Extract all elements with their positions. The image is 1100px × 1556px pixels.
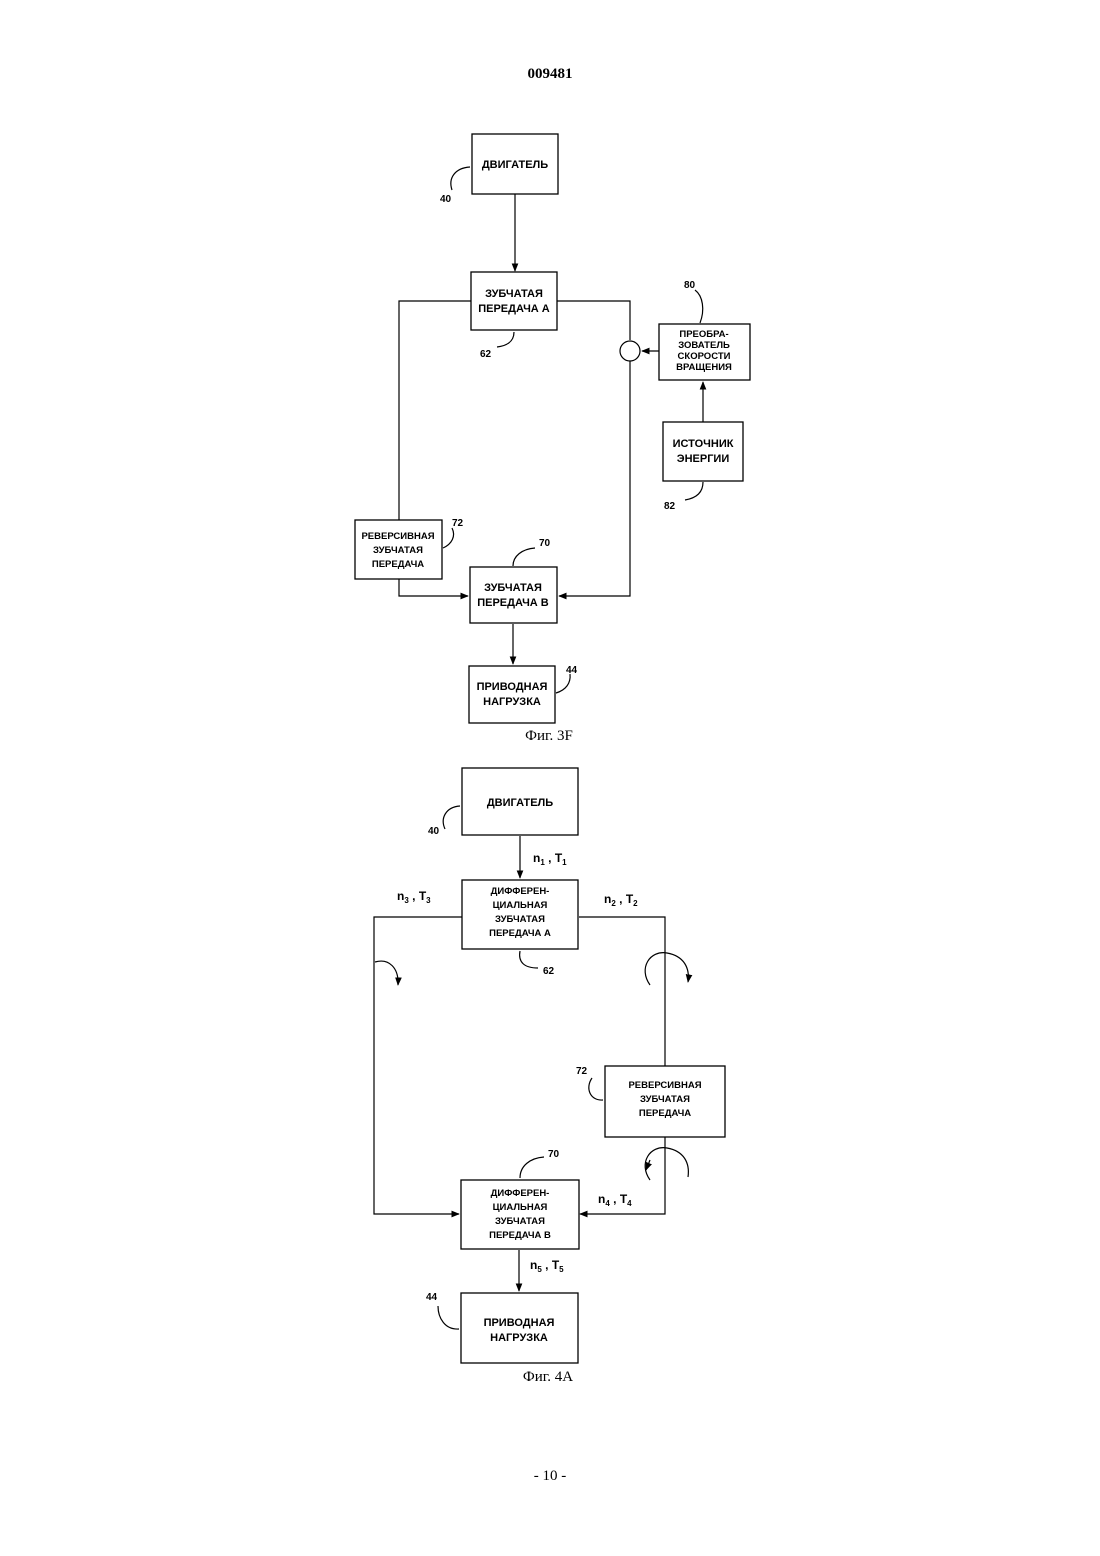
signal-n5-t5: n5 , T5: [530, 1258, 564, 1274]
load-leader: [438, 1306, 459, 1329]
figure-3f: ДВИГАТЕЛЬ 40 ЗУБЧАТАЯ ПЕРЕДАЧА А 62 ПРЕО…: [355, 134, 750, 744]
figure-4a-caption: Фиг. 4А: [523, 1369, 573, 1385]
gear-a-left-branch: [399, 301, 471, 520]
gear-b-leader: [513, 548, 535, 566]
signal-n1-t1: n1 , T1: [533, 851, 567, 867]
load-label-2: НАГРУЗКА: [483, 696, 541, 708]
signal-n2-t2: n2 , T2: [604, 892, 638, 908]
figure-3f-caption: Фиг. 3F: [525, 728, 573, 744]
reverse-label-1: РЕВЕРСИВНАЯ: [361, 531, 434, 542]
load-label-1: ПРИВОДНАЯ: [477, 681, 548, 693]
signal-n3-t3: n3 , T3: [397, 889, 431, 905]
signal-n4-t4: n4 , T4: [598, 1192, 632, 1208]
diff-a-label-4: ПЕРЕДАЧА А: [489, 928, 551, 939]
diff-a-label-3: ЗУБЧАТАЯ: [495, 914, 545, 925]
converter-label-2: ЗОВАТЕЛЬ: [678, 340, 730, 351]
engine-label: ДВИГАТЕЛЬ: [487, 797, 553, 809]
energy-source-block: [663, 422, 743, 481]
load-ref: 44: [566, 665, 578, 676]
reverse-to-gear-b-arrow: [399, 579, 468, 596]
reverse-label-2: ЗУБЧАТАЯ: [373, 545, 423, 556]
rotation-arrow-lower-right: [646, 1160, 650, 1170]
gear-b-ref: 70: [539, 538, 551, 549]
converter-label-1: ПРЕОБРА-: [679, 329, 728, 340]
gear-a-label-1: ЗУБЧАТАЯ: [485, 288, 543, 300]
diff-b-ref: 70: [548, 1149, 560, 1160]
converter-ref: 80: [684, 280, 696, 291]
engine-leader: [443, 806, 460, 829]
engine-label: ДВИГАТЕЛЬ: [482, 159, 548, 171]
engine-ref: 40: [428, 826, 440, 837]
reverse-leader: [443, 528, 454, 548]
drive-load-block: [469, 666, 555, 723]
figure-4a: ДВИГАТЕЛЬ 40 n1 , T1 ДИФФЕРЕН- ЦИАЛЬНАЯ …: [374, 768, 725, 1385]
diff-b-label-1: ДИФФЕРЕН-: [491, 1188, 550, 1199]
diff-a-to-reverse-path: [579, 917, 665, 1066]
gear-b-block: [470, 567, 557, 623]
diff-a-to-diff-b-left-path: [374, 917, 462, 1214]
diff-a-ref: 62: [543, 966, 555, 977]
load-label-1: ПРИВОДНАЯ: [484, 1317, 555, 1329]
converter-label-4: ВРАЩЕНИЯ: [676, 362, 732, 373]
load-label-2: НАГРУЗКА: [490, 1332, 548, 1344]
engine-leader: [451, 167, 470, 190]
reverse-label-2: ЗУБЧАТАЯ: [640, 1094, 690, 1105]
load-leader: [556, 674, 570, 693]
engine-ref: 40: [440, 194, 452, 205]
gear-a-leader: [497, 332, 514, 347]
rotation-arrow-upper-right: [645, 953, 688, 985]
converter-label-3: СКОРОСТИ: [678, 351, 731, 362]
energy-label-2: ЭНЕРГИИ: [677, 453, 730, 465]
gear-a-block: [471, 272, 557, 330]
gear-a-label-2: ПЕРЕДАЧА А: [478, 303, 550, 315]
reverse-ref: 72: [576, 1066, 588, 1077]
reverse-leader: [589, 1078, 603, 1100]
diff-b-label-4: ПЕРЕДАЧА В: [489, 1230, 551, 1241]
page-number: - 10 -: [0, 1468, 1100, 1485]
energy-label-1: ИСТОЧНИК: [673, 438, 734, 450]
junction-to-gear-b-arrow: [559, 361, 630, 596]
diff-b-label-2: ЦИАЛЬНАЯ: [493, 1202, 548, 1213]
reverse-ref: 72: [452, 518, 464, 529]
gear-b-label-1: ЗУБЧАТАЯ: [484, 582, 542, 594]
diff-b-label-3: ЗУБЧАТАЯ: [495, 1216, 545, 1227]
reverse-label-1: РЕВЕРСИВНАЯ: [628, 1080, 701, 1091]
diff-a-leader: [520, 951, 538, 968]
rotation-arc-lower-right: [645, 1148, 688, 1180]
diff-b-leader: [520, 1157, 544, 1178]
summing-junction: [620, 341, 640, 361]
energy-ref: 82: [664, 501, 676, 512]
diff-a-label-1: ДИФФЕРЕН-: [491, 886, 550, 897]
rotation-arrow-left: [375, 961, 398, 985]
gear-b-label-2: ПЕРЕДАЧА В: [477, 597, 549, 609]
gear-a-ref: 62: [480, 349, 492, 360]
load-ref: 44: [426, 1292, 438, 1303]
energy-leader: [685, 482, 703, 500]
reverse-label-3: ПЕРЕДАЧА: [372, 559, 424, 570]
gear-a-right-branch: [557, 301, 630, 340]
converter-leader: [695, 290, 703, 323]
diff-a-label-2: ЦИАЛЬНАЯ: [493, 900, 548, 911]
reverse-label-3: ПЕРЕДАЧА: [639, 1108, 691, 1119]
